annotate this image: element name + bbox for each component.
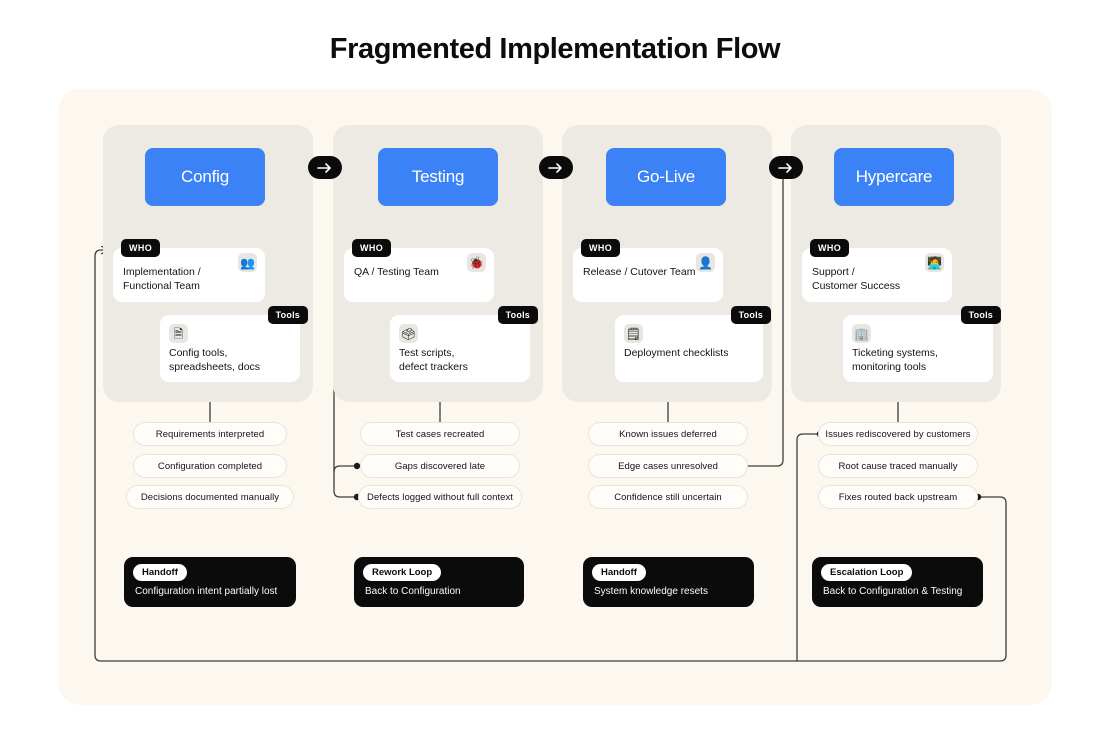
clipboard-list-icon: 🗳 xyxy=(399,324,418,343)
tools-card-testing: Tools 🗳 Test scripts,defect trackers xyxy=(390,306,538,382)
arrow-right-icon xyxy=(548,162,562,173)
tools-tag: Tools xyxy=(730,306,771,324)
pill-go-live-2[interactable]: Confidence still uncertain xyxy=(588,485,748,509)
outcome-chip: Escalation Loop xyxy=(821,564,913,581)
person-icon: 👤 xyxy=(696,253,715,272)
document-icon: 🗎 xyxy=(169,324,188,343)
tools-text: Config tools,spreadsheets, docs xyxy=(169,347,261,373)
ticket-monitor-icon: 🏢 xyxy=(852,324,871,343)
tools-tag: Tools xyxy=(497,306,538,324)
who-text: QA / Testing Team xyxy=(354,266,439,278)
outcome-chip: Handoff xyxy=(592,564,646,581)
arrow-right-icon xyxy=(778,162,792,173)
tools-text: Ticketing systems,monitoring tools xyxy=(852,347,938,373)
support-agent-icon: 🧑‍💻 xyxy=(925,253,944,272)
pill-config-2[interactable]: Decisions documented manually xyxy=(126,485,294,509)
outcome-chip: Handoff xyxy=(133,564,187,581)
stage-header-testing[interactable]: Testing xyxy=(378,148,498,206)
who-tag: WHO xyxy=(810,239,850,257)
who-card-go-live: WHO 👤 Release / Cutover Team xyxy=(573,239,723,302)
outcome-text: System knowledge resets xyxy=(594,586,708,597)
who-text: Support /Customer Success xyxy=(812,266,901,292)
stage-header-hypercare[interactable]: Hypercare xyxy=(834,148,954,206)
people-team-icon: 👥 xyxy=(238,253,257,272)
stage-header-go-live[interactable]: Go-Live xyxy=(606,148,726,206)
who-card-hypercare: WHO 🧑‍💻 Support /Customer Success xyxy=(802,239,952,302)
bug-tester-icon: 🐞 xyxy=(467,253,486,272)
who-tag: WHO xyxy=(581,239,621,257)
outcome-card-go-live: Handoff System knowledge resets xyxy=(583,557,754,607)
tools-card-config: Tools 🗎 Config tools,spreadsheets, docs xyxy=(160,306,308,382)
outcome-text: Configuration intent partially lost xyxy=(135,586,278,597)
who-text: Implementation /Functional Team xyxy=(123,266,201,292)
pill-config-1[interactable]: Configuration completed xyxy=(133,454,287,478)
tools-text: Test scripts,defect trackers xyxy=(399,347,468,373)
pill-hypercare-1[interactable]: Root cause traced manually xyxy=(818,454,978,478)
outcome-chip: Rework Loop xyxy=(363,564,442,581)
who-tag: WHO xyxy=(121,239,161,257)
outcome-card-config: Handoff Configuration intent partially l… xyxy=(124,557,296,607)
who-card-testing: WHO 🐞 QA / Testing Team xyxy=(344,239,494,302)
pill-hypercare-2[interactable]: Fixes routed back upstream xyxy=(818,485,978,509)
outcome-card-hypercare: Escalation Loop Back to Configuration & … xyxy=(812,557,983,607)
pill-testing-2[interactable]: Defects logged without full context xyxy=(358,485,522,509)
tools-tag: Tools xyxy=(960,306,1001,324)
outcome-text: Back to Configuration xyxy=(365,586,461,597)
tools-text: Deployment checklists xyxy=(624,347,729,359)
pill-config-0[interactable]: Requirements interpreted xyxy=(133,422,287,446)
tools-card-hypercare: Tools 🏢 Ticketing systems,monitoring too… xyxy=(843,306,1001,382)
pill-testing-0[interactable]: Test cases recreated xyxy=(360,422,520,446)
pill-hypercare-0[interactable]: Issues rediscovered by customers xyxy=(818,422,978,446)
flow-arrow-go-live-to-hypercare xyxy=(769,156,803,179)
who-text: Release / Cutover Team xyxy=(583,266,696,278)
tools-card-go-live: Tools 🗒 Deployment checklists xyxy=(615,306,771,382)
stage-header-config[interactable]: Config xyxy=(145,148,265,206)
tools-tag: Tools xyxy=(267,306,308,324)
outcome-card-testing: Rework Loop Back to Configuration xyxy=(354,557,524,607)
page-title: Fragmented Implementation Flow xyxy=(329,33,781,65)
checklist-clock-icon: 🗒 xyxy=(624,324,643,343)
outcome-text: Back to Configuration & Testing xyxy=(823,586,963,597)
pill-go-live-0[interactable]: Known issues deferred xyxy=(588,422,748,446)
arrow-right-icon xyxy=(317,162,331,173)
who-tag: WHO xyxy=(352,239,392,257)
flow-arrow-testing-to-go-live xyxy=(539,156,573,179)
pill-testing-1[interactable]: Gaps discovered late xyxy=(360,454,520,478)
pill-go-live-1[interactable]: Edge cases unresolved xyxy=(588,454,748,478)
flow-arrow-config-to-testing xyxy=(308,156,342,179)
who-card-config: WHO 👥 Implementation /Functional Team xyxy=(113,239,265,302)
